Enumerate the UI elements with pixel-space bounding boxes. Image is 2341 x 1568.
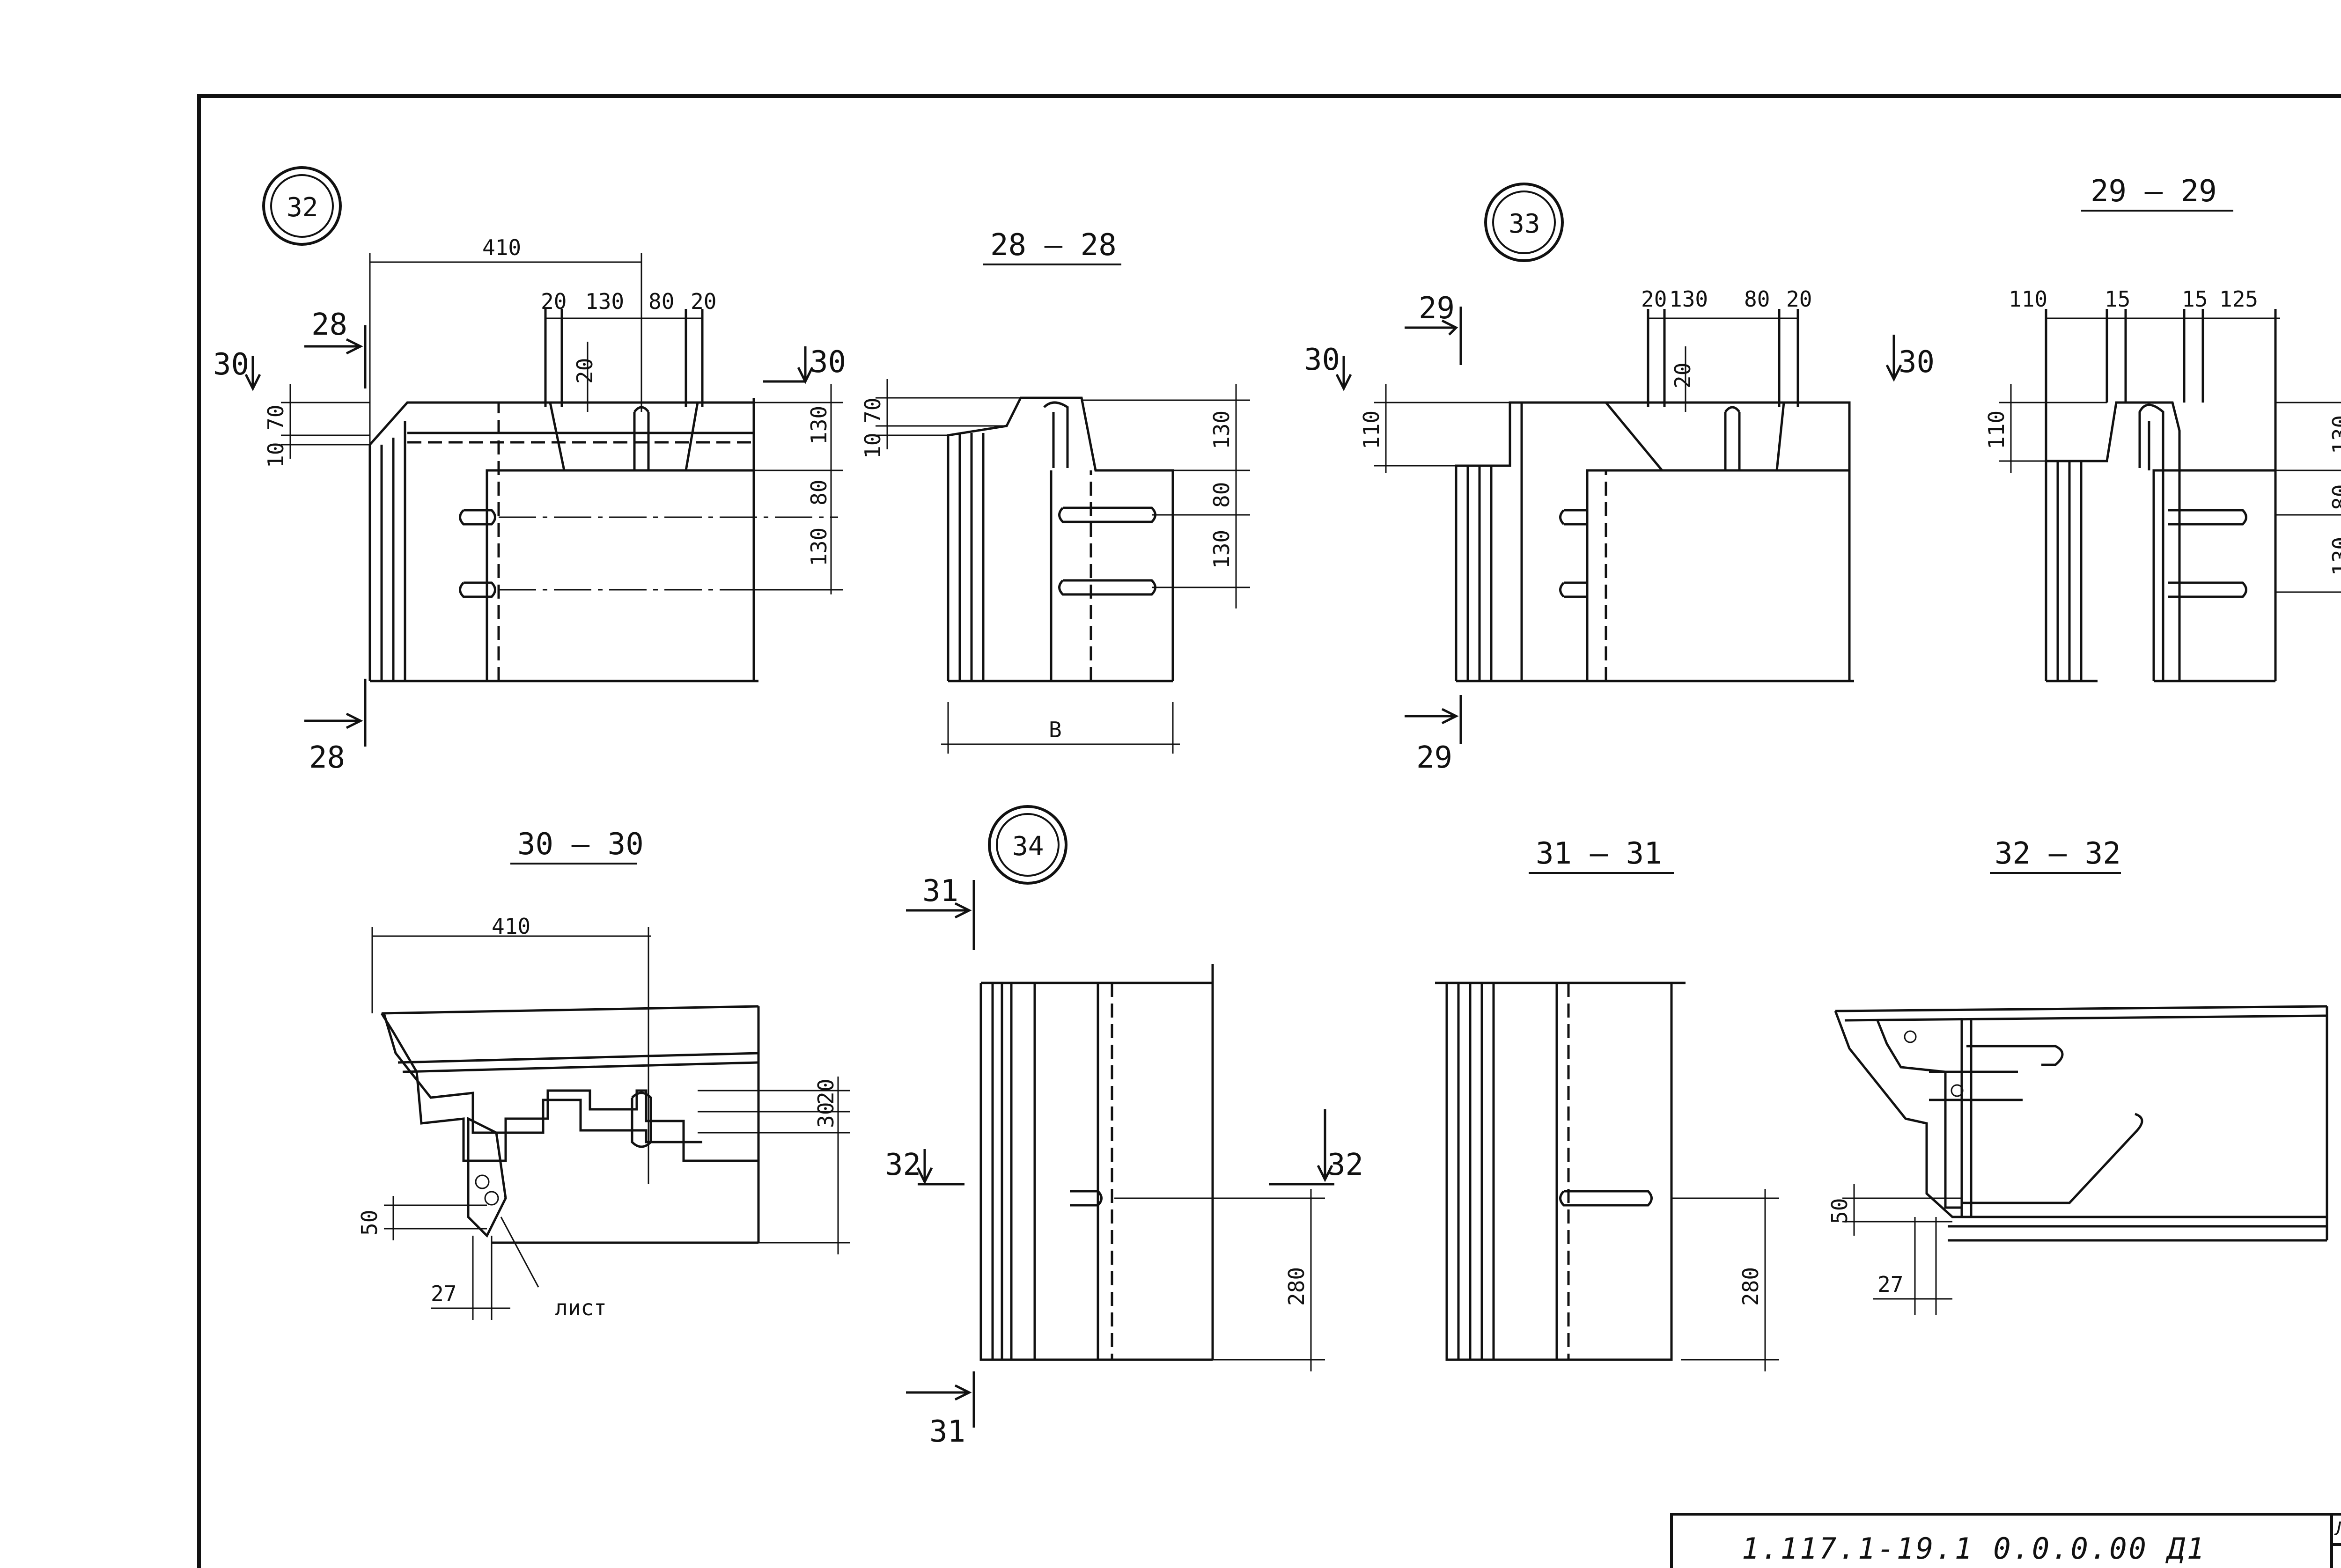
- s29-dim-130-lower: 130: [2328, 537, 2341, 576]
- dim-70: 70: [263, 405, 288, 431]
- s28-dim-70: 70: [860, 398, 885, 424]
- n33-dim-20-left: 20: [1641, 286, 1667, 312]
- s29-dim-15-left: 15: [2105, 286, 2130, 312]
- marker-30-left: 30: [213, 347, 249, 382]
- dim-80: 80: [648, 289, 674, 314]
- s28-dim-10: 10: [860, 433, 885, 459]
- section-32-32-title: 32 — 32: [1995, 836, 2121, 871]
- node-32-view: [244, 166, 843, 747]
- s30-dim-30: 30: [813, 1102, 839, 1128]
- marker-32-right: 32: [1327, 1148, 1363, 1182]
- dim-20-left: 20: [541, 289, 567, 314]
- n33-dim-130: 130: [1669, 286, 1708, 312]
- s29-dim-130-upper: 130: [2328, 415, 2341, 454]
- section-31-31-title: 31 — 31: [1536, 836, 1662, 871]
- s30-dim-50: 50: [357, 1210, 382, 1236]
- dim-410: 410: [482, 235, 521, 260]
- s28-dim-80: 80: [1209, 482, 1234, 508]
- dim-130-lower: 130: [806, 528, 832, 566]
- n33-dim-20-vert: 20: [1670, 363, 1695, 388]
- marker-31-bottom: 31: [929, 1414, 965, 1449]
- section-30-30-title: 30 — 30: [517, 827, 644, 862]
- s30-label-sheet: лист: [555, 1295, 607, 1320]
- n34-dim-280: 280: [1284, 1267, 1309, 1306]
- marker-31-top: 31: [922, 874, 958, 909]
- node-33-number: 33: [1509, 209, 1540, 239]
- s28-dim-130-lower: 130: [1209, 530, 1234, 569]
- n33-marker-30-right: 30: [1899, 345, 1935, 380]
- sheet-label: Лист: [2334, 1518, 2341, 1540]
- dim-80-vert: 80: [806, 480, 832, 506]
- n33-dim-110: 110: [1359, 410, 1384, 449]
- node-34-view: [906, 805, 1334, 1428]
- s32-dim-50: 50: [1827, 1198, 1852, 1224]
- s31-dim-280: 280: [1738, 1267, 1763, 1306]
- n33-dim-20-right: 20: [1786, 286, 1812, 312]
- node-34-number: 34: [1012, 831, 1044, 862]
- document-code: 1.117.1-19.1 0.0.0.00 Д1: [1742, 1531, 2206, 1566]
- s29-dim-110: 110: [1984, 410, 2009, 449]
- section-32-32-view: [1834, 872, 2328, 1315]
- marker-28-bottom: 28: [309, 740, 345, 775]
- sheet-frame: [197, 94, 2341, 1568]
- s29-dim-80: 80: [2328, 484, 2341, 510]
- dim-130-upper: 130: [806, 406, 832, 445]
- marker-32-left: 32: [885, 1148, 921, 1182]
- dim-20-vert: 20: [572, 358, 597, 384]
- s32-dim-27: 27: [1877, 1272, 1903, 1297]
- s30-dim-20: 20: [813, 1079, 839, 1105]
- section-29-29-title: 29 — 29: [2091, 174, 2217, 209]
- marker-29-bottom: 29: [1416, 740, 1452, 775]
- n33-marker-30-left: 30: [1304, 343, 1340, 377]
- marker-29-top: 29: [1419, 291, 1455, 326]
- n33-dim-80: 80: [1744, 286, 1770, 312]
- marker-28-top: 28: [311, 308, 347, 342]
- s28-dim-130-upper: 130: [1209, 410, 1234, 449]
- s28-dim-B: В: [1049, 717, 1062, 742]
- node-33-view: [1335, 183, 1902, 744]
- section-31-31-view: [1435, 872, 1779, 1371]
- s30-dim-27: 27: [431, 1281, 456, 1306]
- section-28-28-view: [876, 264, 1250, 754]
- section-29-29-view: [1999, 210, 2341, 682]
- dim-20-right: 20: [691, 289, 716, 314]
- s29-dim-125: 125: [2219, 286, 2258, 312]
- dim-130: 130: [585, 289, 624, 314]
- section-28-28-title: 28 — 28: [990, 228, 1117, 263]
- node-32-number: 32: [287, 192, 318, 223]
- s29-dim-110-top: 110: [2009, 286, 2047, 312]
- section-30-30-view: [371, 863, 850, 1320]
- dim-10: 10: [263, 442, 288, 468]
- s29-dim-15-right: 15: [2182, 286, 2208, 312]
- s30-dim-410: 410: [492, 914, 530, 939]
- marker-30-right: 30: [810, 345, 846, 380]
- title-block: [1670, 1513, 2341, 1568]
